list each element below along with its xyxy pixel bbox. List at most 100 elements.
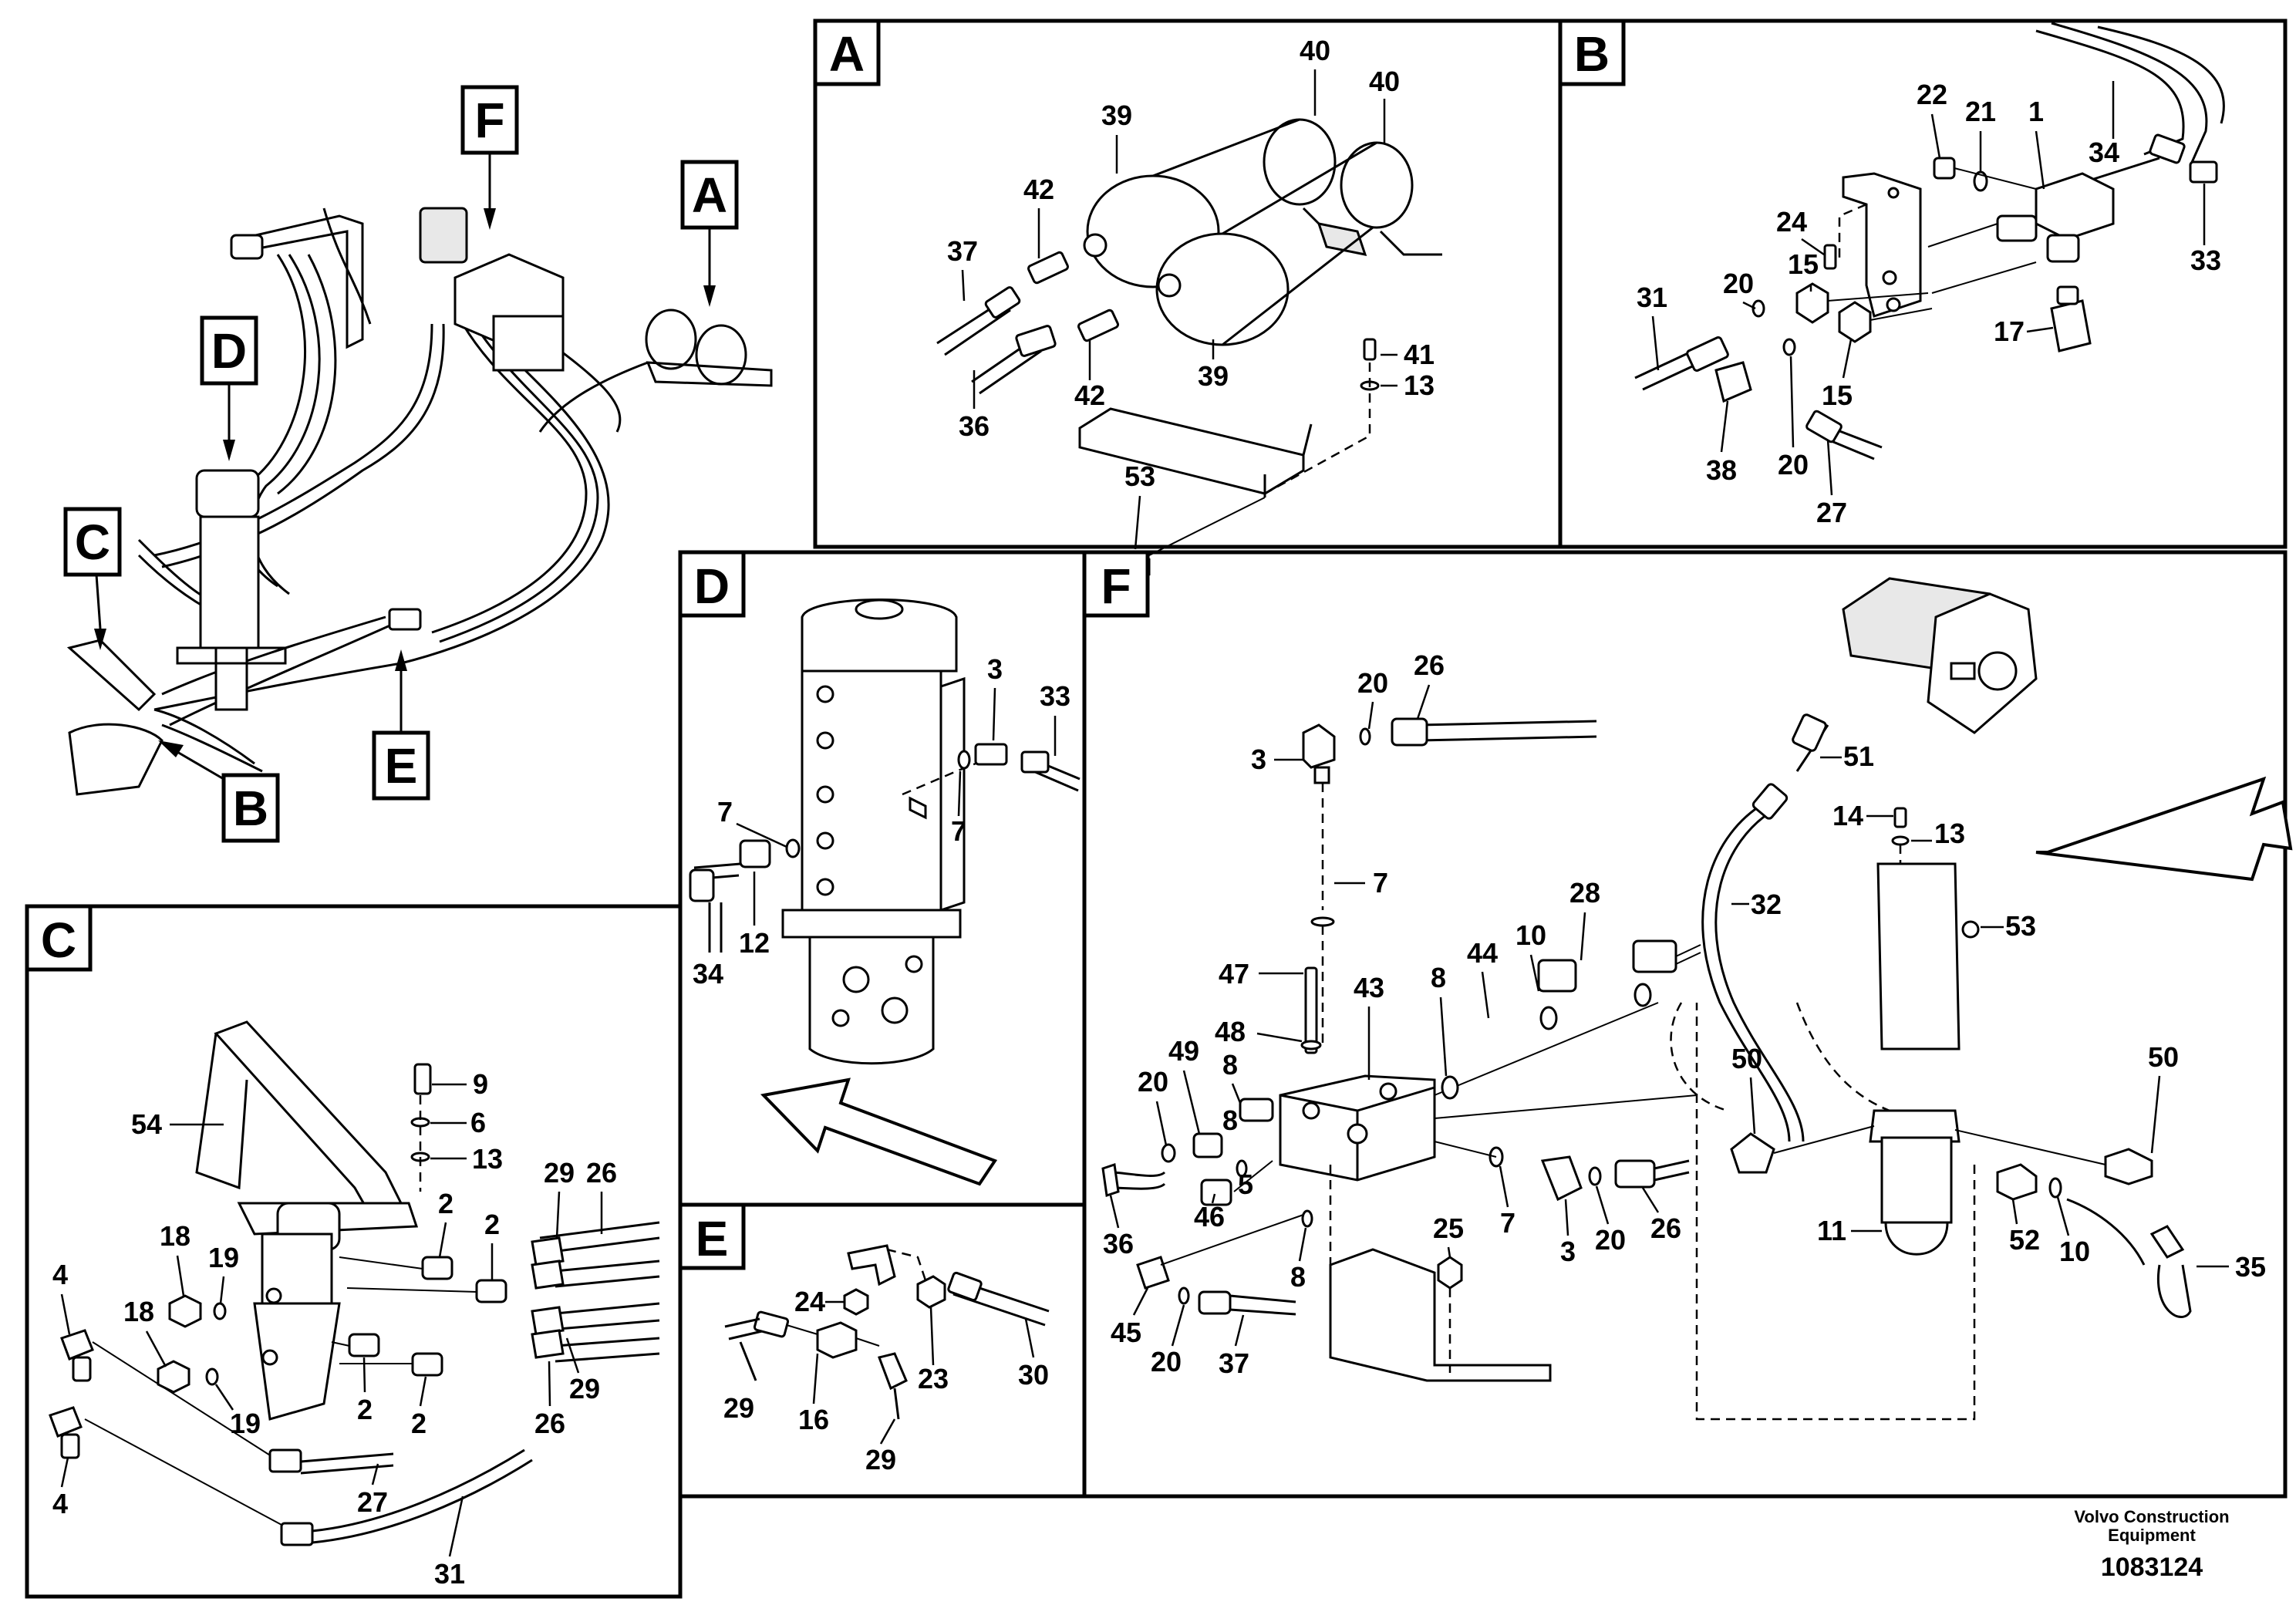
callout-12: 12	[739, 927, 770, 959]
callout-50b: 50	[2148, 1041, 2179, 1073]
callout-9: 9	[473, 1068, 488, 1100]
callout-8a: 8	[1431, 962, 1446, 993]
callout-26b: 26	[534, 1408, 565, 1439]
callout-39b: 39	[1198, 360, 1229, 392]
callout-36: 36	[959, 410, 990, 442]
panel-e-callouts: 24 30 23 29 16 29	[723, 1286, 1049, 1475]
callout-29a: 29	[723, 1392, 754, 1424]
svg-text:F: F	[474, 93, 504, 148]
panel-d: D	[678, 550, 1087, 1207]
callout-29b: 29	[865, 1444, 896, 1475]
callout-28: 28	[1569, 877, 1600, 909]
overview-label-e: E	[372, 649, 430, 801]
callout-7a: 7	[717, 796, 733, 828]
overview-label-d: D	[200, 315, 258, 461]
callout-33: 33	[1040, 680, 1070, 712]
callout-20a: 20	[1357, 667, 1388, 699]
callout-46: 46	[1194, 1201, 1225, 1233]
callout-42a: 42	[1023, 174, 1054, 205]
svg-text:A: A	[692, 167, 727, 223]
callout-23: 23	[918, 1363, 949, 1394]
callout-19a: 19	[208, 1242, 239, 1273]
callout-2a: 2	[438, 1188, 453, 1219]
svg-text:C: C	[41, 912, 76, 968]
callout-24: 24	[794, 1286, 825, 1317]
callout-17: 17	[1994, 315, 2025, 347]
callout-2d: 2	[411, 1408, 426, 1439]
callout-3a: 3	[1251, 744, 1266, 775]
callout-40a: 40	[1300, 35, 1330, 66]
overview-label-a: A	[680, 160, 739, 307]
panel-f: F	[1082, 550, 2293, 1499]
callout-26b: 26	[1650, 1212, 1681, 1244]
callout-22: 22	[1917, 79, 1947, 110]
svg-text:C: C	[75, 514, 110, 570]
callout-8d: 8	[1290, 1261, 1306, 1293]
overview-label-b: B	[158, 740, 280, 843]
company-name-line1: Volvo Construction	[2074, 1507, 2230, 1526]
callout-18a: 18	[160, 1220, 190, 1252]
callout-13: 13	[1934, 818, 1965, 849]
callout-37: 37	[947, 235, 978, 267]
svg-text:D: D	[211, 323, 247, 379]
overview-label-f: F	[460, 85, 519, 230]
callout-2b: 2	[484, 1209, 500, 1240]
callout-4b: 4	[52, 1488, 68, 1519]
callout-18b: 18	[123, 1296, 154, 1327]
callout-2c: 2	[357, 1394, 373, 1425]
panel-d-callouts: 3 33 7 7 34 12	[693, 653, 1070, 990]
panel-b-callouts: 22 21 1 34 33 24 15 20 31 15 17 38 20 27	[1637, 79, 2221, 528]
callout-42b: 42	[1074, 379, 1105, 411]
callout-1: 1	[2028, 96, 2044, 127]
svg-text:F: F	[1101, 558, 1131, 614]
callout-31: 31	[1637, 282, 1667, 313]
panel-c-callouts: 9 6 13 54 29 26 2 2 18 19 4 18 29 2 2 26…	[52, 1068, 617, 1590]
callout-13: 13	[472, 1143, 503, 1175]
callout-26a: 26	[1414, 649, 1445, 681]
svg-text:D: D	[694, 558, 730, 614]
callout-33: 33	[2190, 244, 2221, 276]
document-number: 1083124	[2100, 1553, 2203, 1582]
callout-26a: 26	[586, 1157, 617, 1189]
callout-52: 52	[2009, 1224, 2040, 1256]
callout-27: 27	[1816, 497, 1847, 528]
callout-8c: 8	[1222, 1104, 1238, 1136]
callout-29a: 29	[544, 1157, 575, 1189]
callout-40b: 40	[1369, 66, 1400, 97]
callout-51: 51	[1843, 740, 1874, 772]
callout-15a: 15	[1788, 248, 1819, 280]
panel-a-callouts: 40 40 39 42 37 36 42 39 41 13 53	[947, 35, 1435, 550]
panel-a: A	[813, 19, 1563, 584]
callout-27: 27	[357, 1486, 388, 1518]
callout-20d: 20	[1595, 1224, 1626, 1256]
callout-45: 45	[1111, 1317, 1141, 1348]
callout-24: 24	[1776, 206, 1807, 238]
callout-34: 34	[2089, 137, 2119, 168]
company-name-line2: Equipment	[2108, 1526, 2196, 1545]
svg-text:B: B	[233, 781, 268, 836]
panel-e: E	[678, 1202, 1087, 1499]
callout-49: 49	[1168, 1035, 1199, 1067]
svg-text:A: A	[829, 26, 865, 82]
callout-10b: 10	[2059, 1236, 2090, 1267]
callout-6: 6	[470, 1107, 486, 1138]
callout-21: 21	[1965, 96, 1996, 127]
callout-37: 37	[1219, 1347, 1249, 1379]
callout-53: 53	[1124, 460, 1155, 492]
svg-text:B: B	[1574, 26, 1610, 82]
callout-20a: 20	[1723, 268, 1754, 299]
callout-29b: 29	[569, 1373, 600, 1404]
callout-36: 36	[1103, 1228, 1134, 1259]
callout-25: 25	[1433, 1212, 1464, 1244]
callout-3: 3	[987, 653, 1003, 685]
callout-35: 35	[2235, 1251, 2266, 1283]
callout-47: 47	[1219, 958, 1249, 990]
callout-31: 31	[434, 1558, 465, 1590]
svg-text:E: E	[385, 738, 418, 794]
svg-text:E: E	[696, 1211, 729, 1266]
callout-7a: 7	[1373, 867, 1388, 899]
callout-3b: 3	[1560, 1236, 1576, 1267]
callout-10a: 10	[1515, 919, 1546, 951]
overview-assembly	[66, 207, 773, 796]
